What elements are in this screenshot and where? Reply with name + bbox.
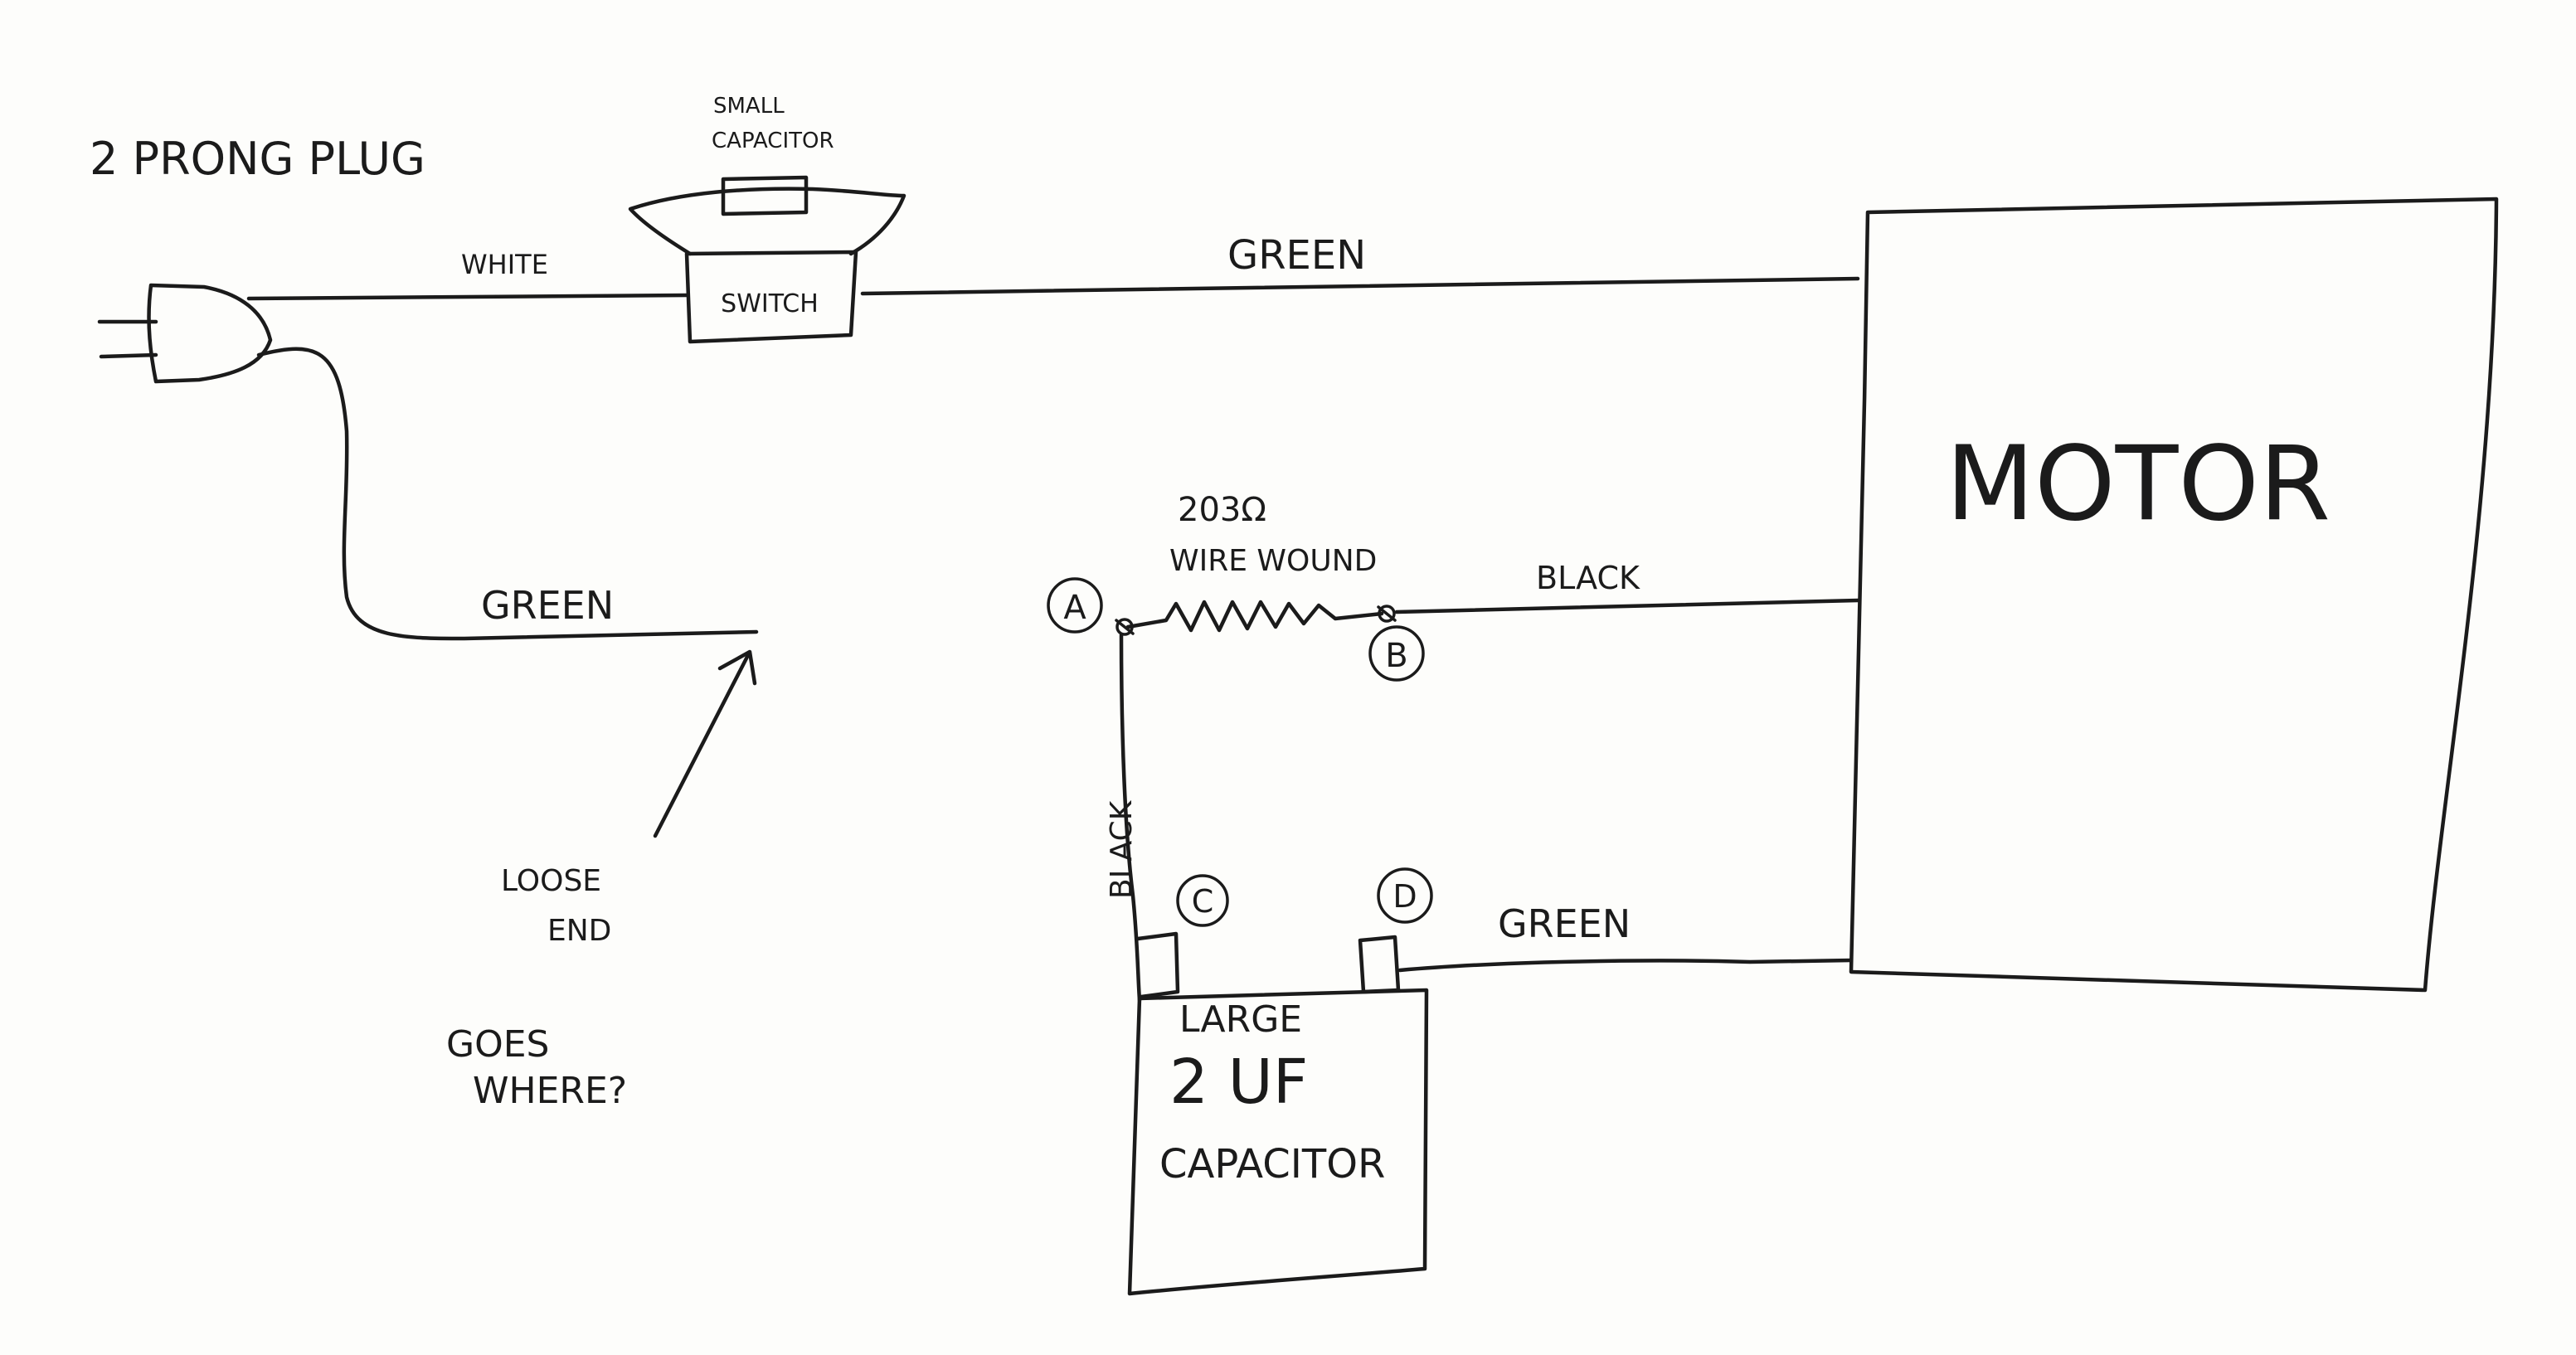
loose-end-label-2: END [547,914,611,948]
terminal-c-label: C [1192,883,1214,920]
terminal-d-tab [1358,935,1401,994]
plug-label: 2 PRONG PLUG [90,133,425,185]
switch-icon [684,250,858,344]
large-capacitor-icon [1127,988,1429,1296]
green-loose-label: GREEN [481,583,614,628]
black-wire-right [1394,598,1860,614]
terminal-a-node [1115,618,1135,636]
black-wire-vertical-label: BLACK [1105,799,1139,899]
terminal-a-label: A [1063,589,1086,627]
terminal-b-node [1377,605,1397,623]
large-capacitor-label-2: 2 uF [1169,1047,1308,1118]
loose-end-label-1: LOOSE [501,864,601,898]
terminal-b-label: B [1385,637,1407,675]
large-capacitor-label-3: CAPACITOR [1159,1141,1385,1187]
plug-icon [97,283,273,384]
green-wire-loose [256,347,759,641]
terminal-d-label: D [1392,878,1417,915]
motor-icon [1849,197,2499,993]
small-capacitor-label-1: SMALL [713,94,785,119]
terminal-c-tab [1135,931,1180,999]
question-label-1: GOES [446,1023,549,1066]
green-top-label: GREEN [1227,232,1366,279]
terminal-d: D [1377,867,1433,924]
white-wire [246,293,689,301]
motor-label: MOTOR [1946,425,2331,544]
black-wire-vertical [1119,633,1142,1003]
resistor-value-label: 203Ω [1178,491,1266,529]
white-wire-label: WHITE [461,249,548,280]
green-wire-bottom [1397,958,1854,973]
green-wire-top [860,276,1860,296]
switch-label: SWITCH [721,289,819,318]
black-wire-right-label: BLACK [1536,560,1640,596]
green-bottom-label: GREEN [1498,901,1631,946]
resistor-icon [1125,600,1384,633]
question-label-2: WHERE? [473,1070,627,1112]
small-capacitor-icon [628,175,906,256]
resistor-type-label: WIRE WOUND [1169,544,1377,578]
arrow-icon [653,649,757,838]
terminal-b: B [1368,625,1425,682]
terminal-a: A [1047,577,1103,634]
large-capacitor-label-1: LARGE [1179,998,1302,1041]
terminal-c: C [1176,874,1229,927]
small-capacitor-label-2: CAPACITOR [712,129,834,153]
